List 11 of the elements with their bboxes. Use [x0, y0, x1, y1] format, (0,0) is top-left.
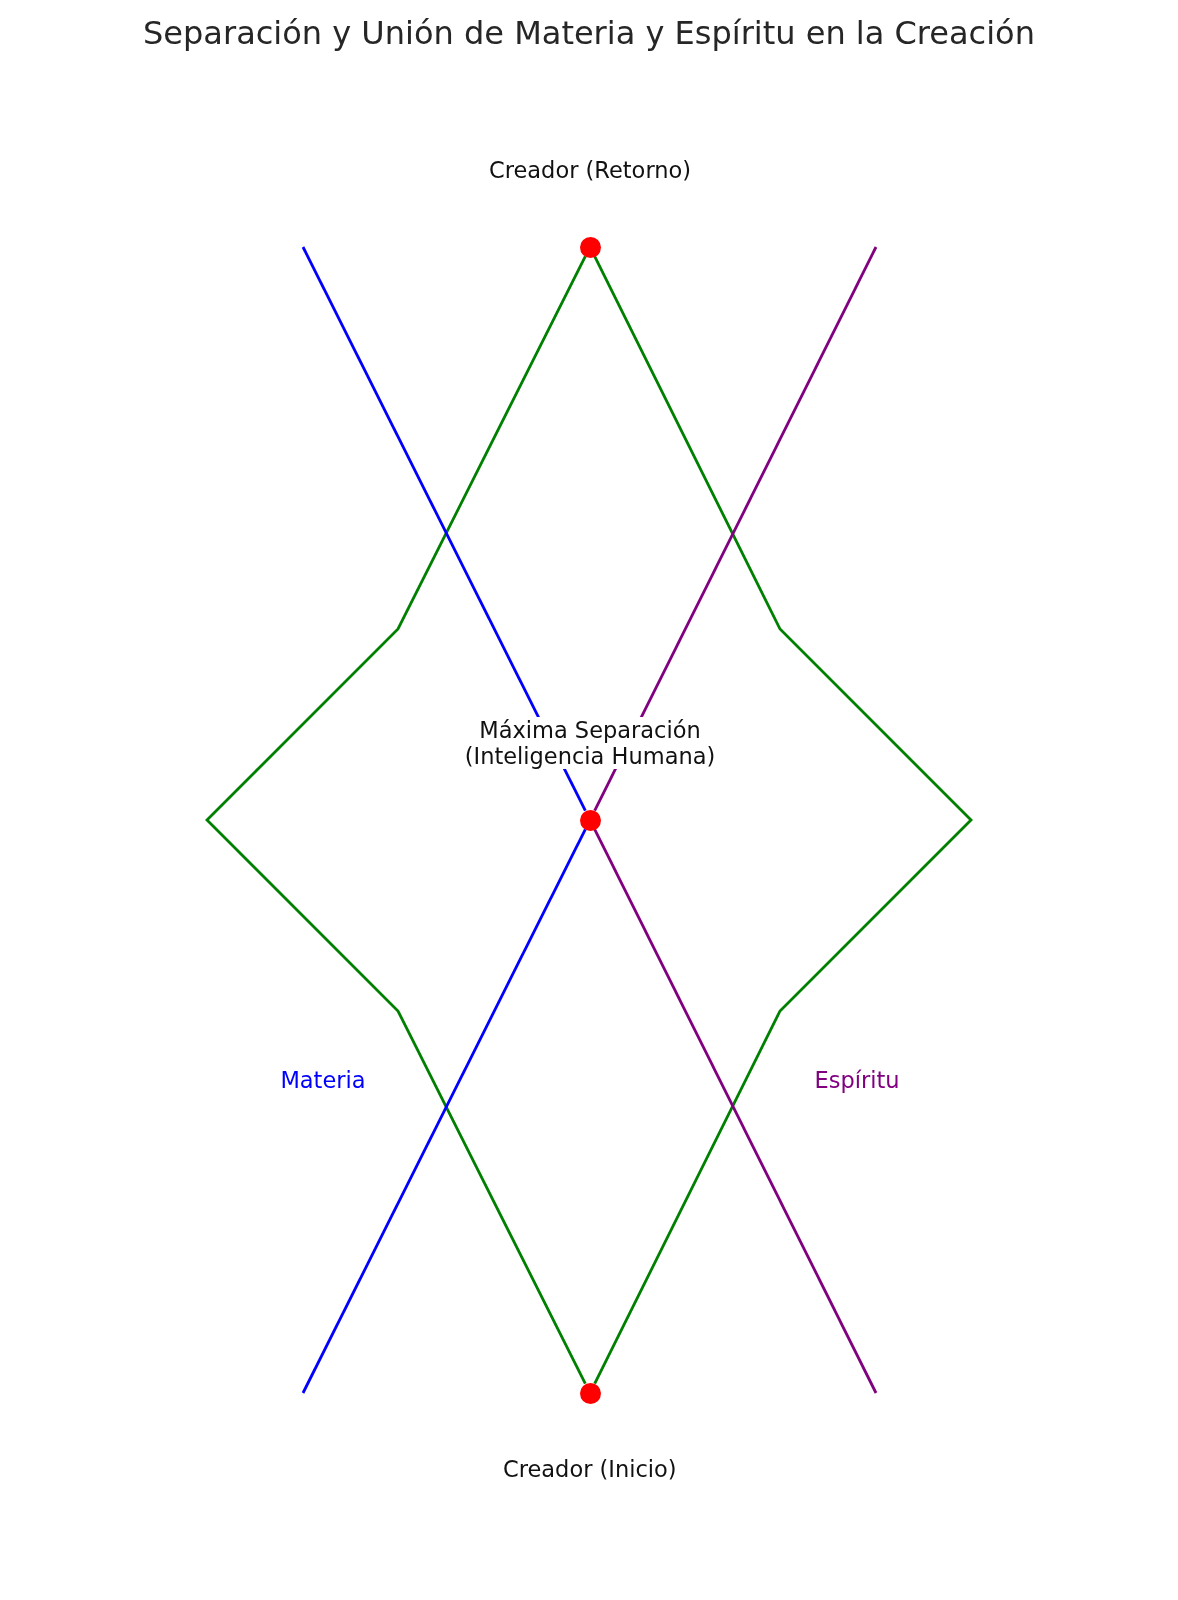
connector-line — [593, 246, 878, 812]
series-label: Espíritu — [814, 1067, 900, 1093]
connector-line — [593, 255, 973, 1385]
connector-line — [301, 828, 587, 1394]
connector-line — [301, 246, 587, 812]
connector-line — [593, 828, 878, 1394]
point-label: Creador (Inicio) — [503, 1456, 677, 1482]
connector-line — [205, 255, 587, 1385]
point-label: Creador (Retorno) — [489, 157, 692, 183]
diagram-title: Separación y Unión de Materia y Espíritu en la Creación — [143, 14, 1035, 52]
series-label: Materia — [280, 1067, 366, 1093]
